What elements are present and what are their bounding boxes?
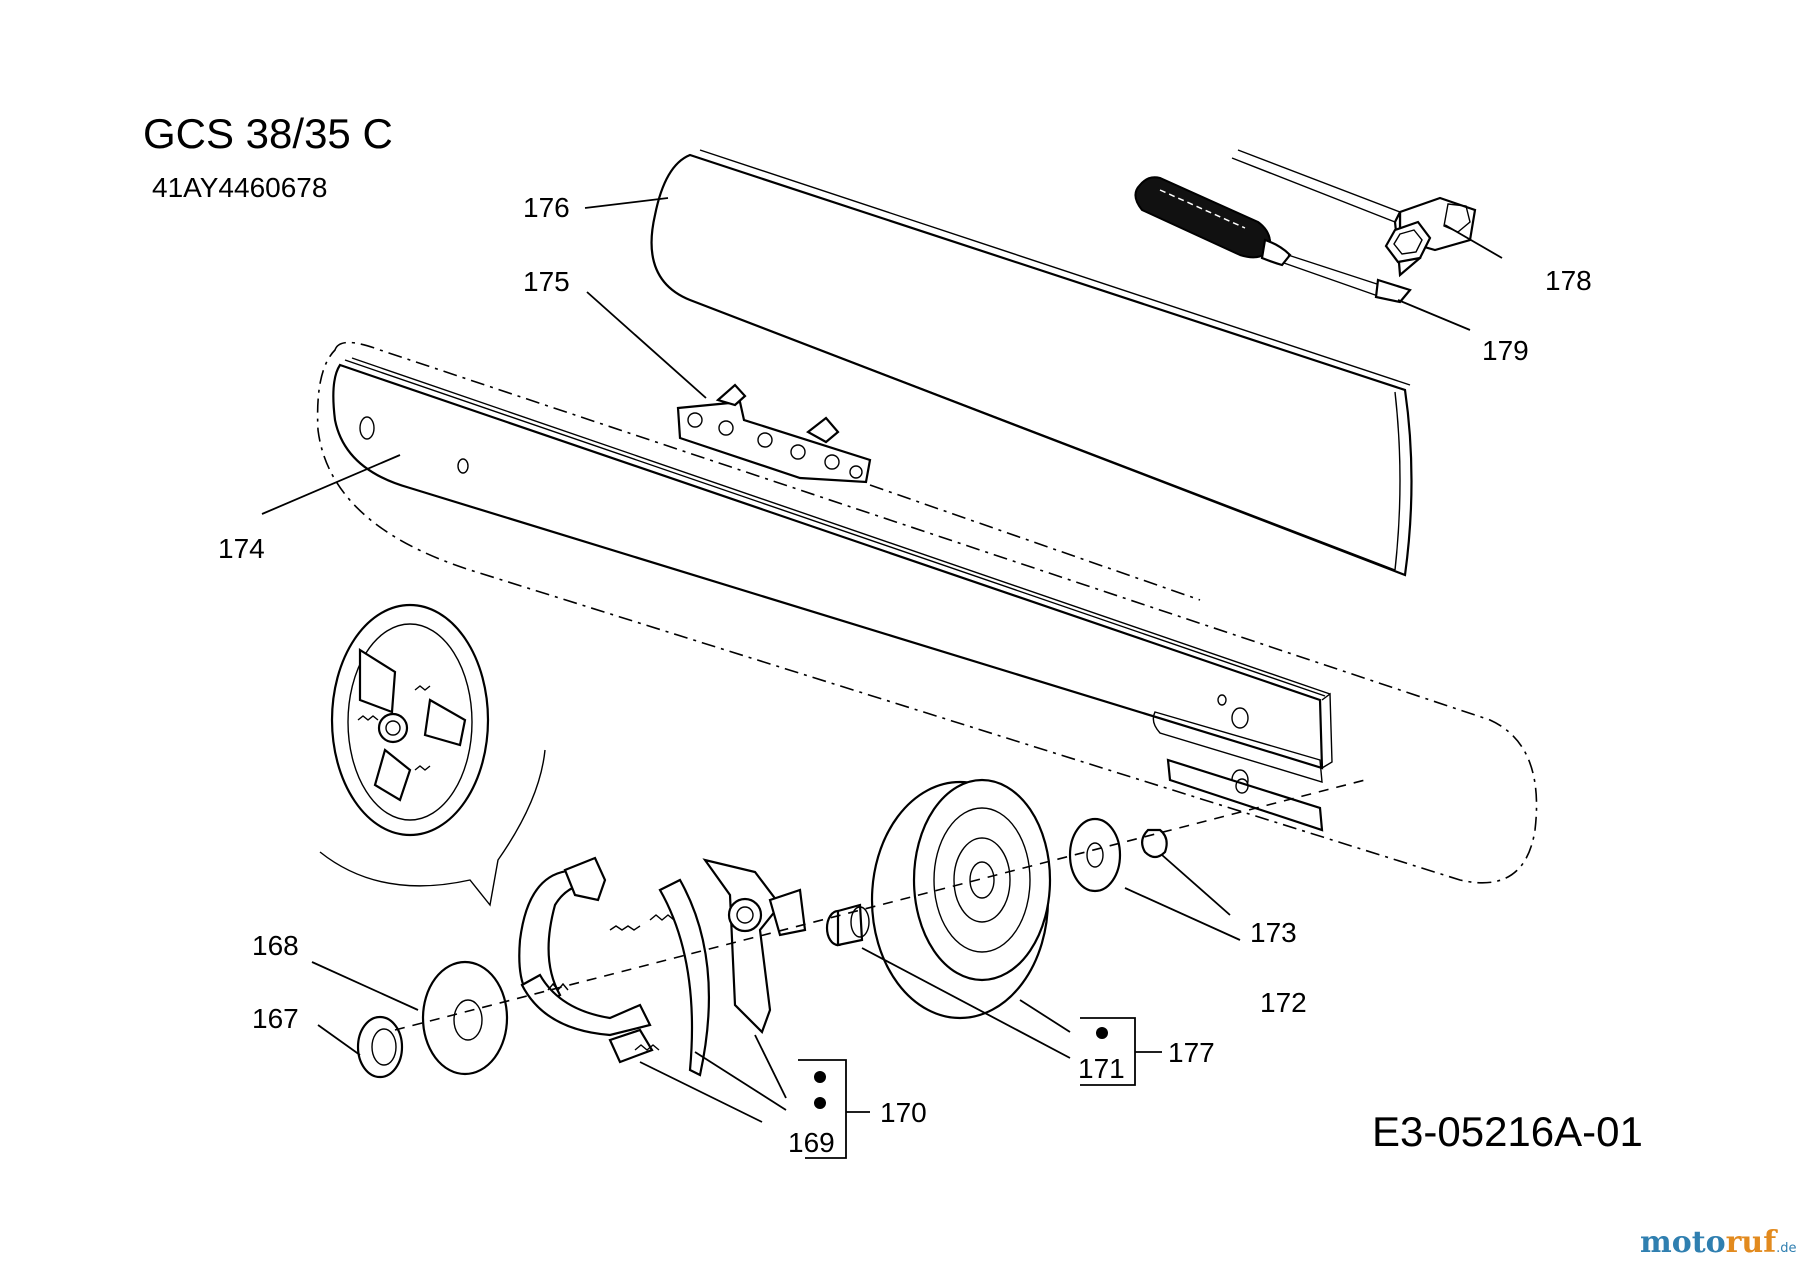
watermark-part2: ruf xyxy=(1726,1225,1779,1260)
part-177-clutch-drum[interactable] xyxy=(870,778,1052,1020)
part-179-screwdriver[interactable] xyxy=(1134,176,1412,304)
part-173-circlip[interactable] xyxy=(1141,828,1168,859)
part-labels: 176 175 174 178 179 168 167 169 170 171 … xyxy=(218,192,1592,1158)
part-167-ring[interactable] xyxy=(356,1015,404,1079)
label-176[interactable]: 176 xyxy=(523,192,570,223)
label-174[interactable]: 174 xyxy=(218,533,265,564)
assembly-axis xyxy=(394,779,1366,1031)
label-177[interactable]: 177 xyxy=(1168,1037,1215,1068)
drawing-code: E3-05216A-01 xyxy=(1372,1108,1643,1155)
label-175[interactable]: 175 xyxy=(523,266,570,297)
label-169[interactable]: 169 xyxy=(788,1127,835,1158)
part-176-bar-cover[interactable] xyxy=(650,149,1413,577)
article-number: 41AY4460678 xyxy=(152,172,327,203)
model-title: GCS 38/35 C xyxy=(143,110,393,157)
label-172[interactable]: 172 xyxy=(1260,987,1307,1018)
kit-dot xyxy=(814,1071,826,1083)
assembly-outline xyxy=(316,341,1538,884)
label-171[interactable]: 171 xyxy=(1078,1053,1125,1084)
watermark-suffix: .de xyxy=(1776,1241,1796,1256)
part-171-needle-bearing[interactable] xyxy=(825,903,870,947)
part-178-spanner[interactable] xyxy=(1231,149,1477,278)
svg-text:motoruf.de: motoruf.de xyxy=(1640,1225,1797,1260)
part-168-washer[interactable] xyxy=(421,960,509,1076)
leader-lines xyxy=(261,197,1503,1123)
clutch-detail-inset xyxy=(319,603,546,907)
label-170[interactable]: 170 xyxy=(880,1097,927,1128)
part-174-guide-bar[interactable] xyxy=(332,357,1333,832)
label-178[interactable]: 178 xyxy=(1545,265,1592,296)
kit-bracket-170 xyxy=(798,1059,870,1159)
part-175-saw-chain[interactable] xyxy=(676,383,872,484)
part-169-clutch-shoes[interactable] xyxy=(518,856,681,1064)
part-172-washer[interactable] xyxy=(1068,817,1122,893)
kit-dot xyxy=(814,1097,826,1109)
chain-path-dash xyxy=(869,484,1201,601)
label-173[interactable]: 173 xyxy=(1250,917,1297,948)
label-168[interactable]: 168 xyxy=(252,930,299,961)
part-170-clutch[interactable] xyxy=(658,858,807,1077)
kit-bracket-177 xyxy=(1080,1017,1162,1086)
label-167[interactable]: 167 xyxy=(252,1003,299,1034)
watermark-part1: moto xyxy=(1640,1225,1726,1260)
label-179[interactable]: 179 xyxy=(1482,335,1529,366)
watermark-logo: motoruf.de xyxy=(1640,1225,1797,1260)
kit-dot xyxy=(1096,1027,1108,1039)
